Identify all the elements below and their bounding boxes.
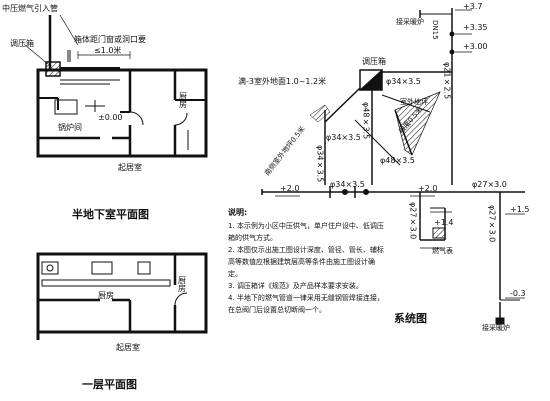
pipe-27-v1: φ27×3.0: [409, 202, 418, 239]
distance-note: 箱体距门窗或洞口要: [74, 34, 146, 44]
pipe-34-left: φ34×3.5: [326, 133, 361, 142]
outdoor-ground-label: 满-3室外地面1.0~1.2米: [238, 76, 326, 86]
pipe-48-v: φ48×3.5: [362, 102, 371, 139]
system-diagram: [261, 8, 525, 325]
elev-2-0-left: +2.0: [280, 184, 299, 193]
first-floor-labels: 厨房 厨房 起居室 一层平面图: [82, 276, 187, 391]
note-item-1: 1. 本示例为小区中压供气，单户住户设中、低调压箱的供气方式。: [228, 222, 384, 242]
elev-3-35: +3.35: [463, 23, 488, 32]
pipe-34-bottom: φ34×3.5: [330, 180, 365, 189]
vent-pipe-label: 接采暖炉: [396, 17, 424, 26]
boiler-room-label: 锅炉间: [58, 122, 82, 132]
elev-1-5: +1.5: [510, 205, 529, 214]
elev-3-7: +3.7: [463, 2, 482, 11]
notes-block: 说明: 1. 本示例为小区中压供气，单户住户设中、低调压箱的供气方式。 2. 本…: [228, 207, 388, 316]
pipe-48-h: φ48×3.5: [380, 156, 415, 165]
boiler-conn-label: 接采暖炉: [482, 323, 510, 332]
elev-2-0-mid: +2.0: [418, 184, 437, 193]
pipe-21: φ21×2.5: [443, 62, 452, 99]
south-outdoor-label: 南侧室外地坪0.5米: [262, 124, 306, 177]
basement-outer-wall: [36, 68, 208, 158]
system-regulator-label: 调压箱: [362, 56, 386, 66]
pipe-34-v: φ34×3.5: [316, 145, 325, 182]
basement-plan-labels: 中压燃气引入管 调压箱 箱体距门窗或洞口要 ≤1.0米 ±0.00 锅炉间 厨房…: [2, 3, 188, 221]
pipe-27-top: φ27×3.0: [472, 180, 507, 189]
notes-heading: 说明:: [228, 208, 248, 217]
first-floor-outer-wall: [36, 252, 208, 334]
basement-plan: [24, 14, 208, 158]
elev-1-4: +1.4: [434, 218, 453, 227]
note-item-3: 3. 调压箱详《规范》及产品样本要求安装。: [228, 282, 363, 290]
note-item-4: 4. 半地下的燃气管道一律采用无缝钢管焊接连接，在总阀门后设置总切断阀一个。: [228, 294, 384, 314]
elev-3-00: +3.00: [463, 42, 488, 51]
gas-meter-label: 燃气表: [432, 246, 453, 255]
regulator-box: [45, 61, 61, 77]
first-floor-plan-title: 一层平面图: [82, 378, 137, 391]
pipe-27-v2: φ27×3.0: [488, 205, 497, 242]
basement-kitchen-label: 厨房: [179, 92, 188, 109]
basement-elevation: ±0.00: [98, 113, 123, 122]
gas-meter: [432, 227, 446, 239]
gas-inlet-label: 中压燃气引入管: [2, 3, 58, 13]
distance-value: ≤1.0米: [94, 45, 121, 55]
regulator-box-label: 调压箱: [10, 38, 34, 48]
first-floor-kitchen-label: 厨房: [98, 290, 114, 300]
basement-living-label: 起居室: [118, 162, 142, 172]
outdoor-ground-right: 室外地坪: [400, 97, 428, 106]
system-diagram-title: 系统图: [394, 311, 427, 325]
first-floor-plan: [36, 252, 208, 340]
elev-m0-3: -0.3: [510, 289, 526, 298]
first-floor-room-label: 厨房: [178, 276, 187, 293]
pipe-34-top: φ34×3.5: [386, 77, 421, 86]
note-item-2: 2. 本图仅示出施工图设计深度、管径、管长、辅标高等数值应根据建筑层高等条件由施…: [228, 246, 384, 278]
dn15-label: DN15: [431, 20, 439, 40]
first-floor-living-label: 起居室: [116, 342, 140, 352]
basement-plan-title: 半地下室平面图: [72, 207, 149, 221]
